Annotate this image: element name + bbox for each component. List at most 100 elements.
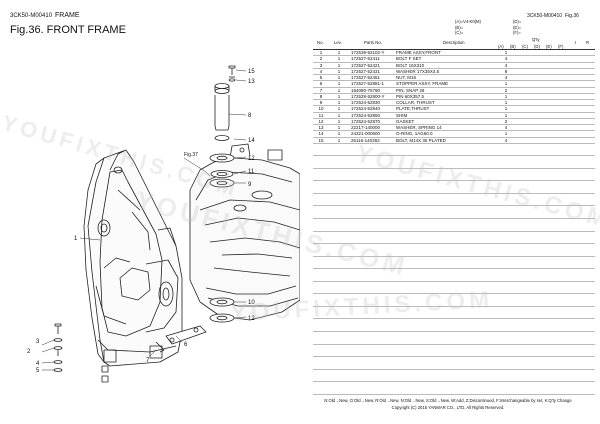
part-description-cell: PIN 60X357.5: [396, 93, 425, 99]
part-qty-a-cell: 1: [504, 93, 508, 99]
callout-4: 4: [36, 361, 40, 367]
part-number-cell: 172527-52881-1: [351, 81, 385, 87]
blank-row: [313, 244, 595, 257]
part-description-cell: BOLT 16X310: [396, 62, 425, 68]
part-description-cell: COLLAR, THRUST: [396, 100, 435, 105]
part-description-cell: PIN, SNAP 28: [396, 87, 425, 93]
part-no-cell: 8: [319, 93, 323, 99]
bolt-stack: [53, 323, 109, 383]
part-qty-a-cell: 2: [504, 118, 508, 124]
callout-12b: 12: [248, 316, 255, 322]
col-r: R: [586, 40, 590, 45]
col-e: (E): [546, 44, 552, 49]
blank-row: [313, 144, 595, 157]
callout-6: 6: [184, 342, 188, 348]
part-level-cell: 1: [337, 100, 341, 105]
blank-row: [313, 345, 595, 358]
exploded-illustration: 15 13 8 14 12 11 9 10 12 6 1 2 3 4 5 7 F…: [27, 65, 300, 383]
part-number-cell: 172539-52102-Y: [351, 50, 385, 55]
part-number-cell: 172527-52421: [351, 62, 381, 68]
part-description-cell: BOLT, M14X 35 PLATED: [396, 137, 446, 143]
blank-row: [313, 319, 595, 332]
callout-15: 15: [248, 69, 255, 75]
col-i: I: [575, 40, 577, 45]
model-code: 3CK50-M00410: [10, 13, 53, 19]
col-b: (B): [510, 44, 516, 49]
part-no-cell: 6: [319, 81, 323, 87]
callout-13: 13: [248, 79, 255, 85]
col-a: (A): [498, 44, 504, 49]
part-number-cell: 24321-000600: [351, 131, 381, 137]
parts-table-header: No. Lev. Parts No. Description Q'ty (A) …: [313, 35, 595, 50]
lower-thrust-parts: [209, 297, 235, 323]
stopper-assembly: [155, 325, 207, 353]
blank-row: [313, 156, 595, 169]
part-description-cell: WASHER 17X35X4.5: [396, 68, 440, 74]
part-level-cell: 1: [337, 87, 341, 93]
part-level-cell: 1: [337, 118, 341, 124]
right-figure-number: Fig.36: [565, 13, 579, 19]
col-no: No.: [317, 40, 324, 45]
part-no-cell: 3: [319, 62, 323, 68]
legend-e: (E)=: [513, 24, 522, 30]
blank-row: [313, 332, 595, 345]
part-qty-a-cell: 2: [504, 87, 508, 93]
part-number-cell: 26116-140352: [351, 137, 380, 143]
part-no-cell: 10: [318, 106, 324, 112]
col-description: Description: [443, 40, 465, 45]
change-code-legend: N:Old→New, O:Old→New, R:Old→New, N:Old→N…: [324, 398, 572, 403]
part-qty-a-cell: 1: [504, 81, 508, 87]
part-no-cell: 13: [318, 125, 324, 130]
part-number-cell: 172524-52850: [351, 112, 381, 118]
callout-9: 9: [248, 182, 252, 188]
part-number-cell: 172527-52451: [351, 75, 381, 80]
part-qty-a-cell: 4: [504, 137, 508, 143]
figure-title: Fig.36. FRONT FRAME: [10, 24, 126, 36]
part-level-cell: 1: [337, 125, 341, 130]
blank-row: [313, 357, 595, 370]
col-c: (C): [522, 44, 528, 49]
part-number-cell: 22217-140000: [351, 125, 381, 130]
blank-row: [313, 257, 595, 270]
part-level-cell: 1: [337, 106, 341, 112]
part-no-cell: 7: [319, 87, 323, 93]
col-qty: Q'ty: [532, 37, 540, 42]
part-qty-a-cell: 4: [504, 75, 508, 80]
blank-ruled-lines: [313, 144, 595, 395]
blank-row: [313, 382, 595, 395]
callout-10: 10: [248, 300, 255, 306]
legend-f: (F)=: [513, 30, 521, 36]
col-lev: Lev.: [334, 40, 342, 45]
part-no-cell: 15: [318, 137, 324, 143]
copyright: Copyright (C) 2015 YANMAR CO., LTD. All …: [391, 405, 505, 410]
section-name: FRAME: [55, 12, 80, 19]
part-no-cell: 2: [319, 56, 323, 62]
callout-5: 5: [36, 368, 40, 374]
part-qty-a-cell: 1: [504, 106, 508, 112]
col-f: (F): [558, 44, 564, 49]
part-description-cell: GASKET: [396, 118, 415, 124]
part-level-cell: 1: [337, 112, 341, 118]
part-level-cell: 1: [337, 68, 341, 74]
part-qty-a-cell: 1: [504, 112, 508, 118]
part-qty-a-cell: 4: [504, 56, 508, 62]
callout-12: 12: [248, 156, 255, 162]
callout-1: 1: [74, 236, 78, 242]
fig-ref: Fig.37: [184, 152, 198, 158]
part-qty-a-cell: 1: [504, 100, 508, 105]
blank-row: [313, 370, 595, 383]
part-level-cell: 1: [337, 93, 341, 99]
legend-b: (B)=: [455, 24, 464, 30]
part-no-cell: 4: [319, 68, 323, 74]
